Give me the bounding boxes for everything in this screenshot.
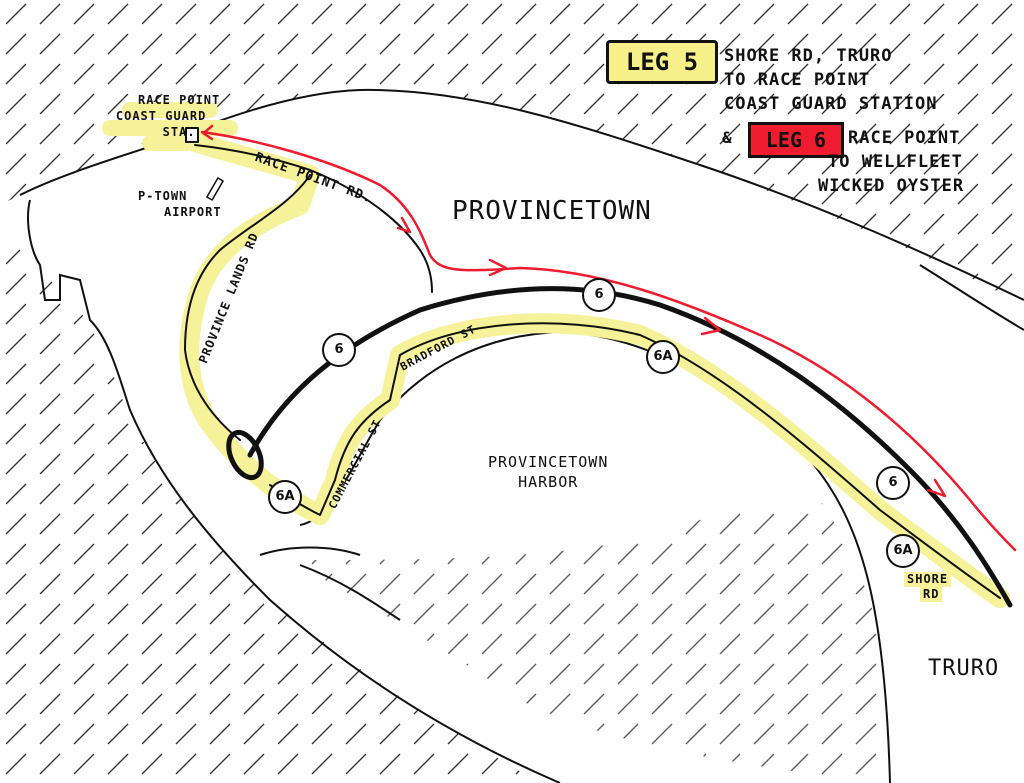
route-6-shield: 6 xyxy=(322,333,356,367)
leg6-arrowhead-4 xyxy=(926,478,947,498)
leg6-arrowhead-1 xyxy=(396,216,412,234)
leg6-description: RACE POINT TO WELLFLEET WICKED OYSTER xyxy=(818,126,964,198)
truro-label: TRURO xyxy=(928,656,1000,681)
race-point-label: RACE POINT COAST GUARD STA. xyxy=(116,92,221,140)
leg6-arrowhead-3 xyxy=(700,316,722,336)
route-6a-shield: 6A xyxy=(268,480,302,514)
west-coastline xyxy=(27,199,561,783)
route-6a-road xyxy=(269,322,1001,599)
label-line: HARBOR xyxy=(518,473,579,491)
route-6-shield: 6 xyxy=(876,466,910,500)
leg6-line: RACE POINT xyxy=(848,128,961,148)
harbor-label: PROVINCETOWN HARBOR xyxy=(488,452,608,492)
airport-runway xyxy=(206,177,224,201)
province-lands-rd xyxy=(184,174,311,441)
leg6-arrow xyxy=(201,124,214,141)
ampersand: & xyxy=(722,128,733,147)
label-line: RACE POINT xyxy=(138,93,221,107)
label-line: PROVINCETOWN xyxy=(488,453,609,471)
leg5-description: SHORE RD, TRURO TO RACE POINT COAST GUAR… xyxy=(724,44,937,116)
leg6-route xyxy=(200,130,1017,552)
leg6-badge: LEG 6 xyxy=(748,122,844,158)
leg5-badge: LEG 5 xyxy=(606,40,718,84)
label-line: P-TOWN xyxy=(138,189,188,203)
east-coastline xyxy=(919,264,1024,331)
leg6-line: WICKED OYSTER xyxy=(818,176,965,196)
leg5-line: TO RACE POINT xyxy=(724,70,871,90)
shore-rd-label: SHORE RD xyxy=(904,572,952,602)
race-point-rd xyxy=(194,144,433,293)
ocean-water xyxy=(0,0,1024,305)
route-6-shield: 6 xyxy=(582,278,616,312)
leg6-line: TO WELLFLEET xyxy=(828,152,963,172)
route-6a-shield: 6A xyxy=(646,340,680,374)
provincetown-label: PROVINCETOWN xyxy=(452,196,652,226)
west-end-shore xyxy=(259,546,401,621)
leg6-arrowhead-2 xyxy=(488,258,508,277)
leg5-line: SHORE RD, TRURO xyxy=(724,46,893,66)
label-line: COAST GUARD xyxy=(115,109,207,123)
rotary xyxy=(226,429,264,481)
harbor-coastline xyxy=(299,330,891,783)
harbor-water xyxy=(290,500,890,783)
airport-label: P-TOWN AIRPORT xyxy=(138,188,222,220)
bay-water xyxy=(0,230,540,783)
label-line: STA. xyxy=(162,125,196,139)
label-line: RD xyxy=(920,587,943,602)
label-line: SHORE xyxy=(904,572,952,587)
route-6a-shield: 6A xyxy=(886,534,920,568)
leg5-line: COAST GUARD STATION xyxy=(724,94,938,114)
coast-guard-station-marker xyxy=(185,127,199,143)
label-line: AIRPORT xyxy=(164,205,222,219)
